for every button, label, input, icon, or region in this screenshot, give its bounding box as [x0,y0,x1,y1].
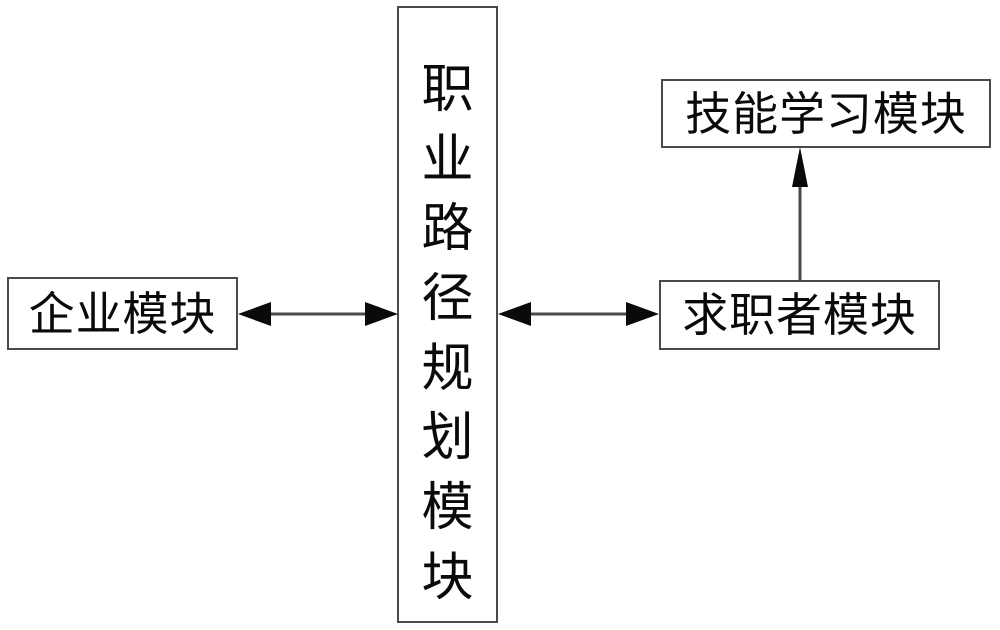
node-career-path-planning-module[interactable]: 职业路径规划模块 [397,6,498,623]
node-label-char: 径 [421,269,474,330]
edge-job-seeker-to-skill-learning [784,147,816,281]
node-label-char: 块 [421,547,474,608]
node-label-char: 模 [421,478,474,539]
node-label-char: 业 [421,129,474,190]
node-skill-learning-label: 技能学习模块 [685,86,967,141]
node-enterprise-label: 企业模块 [28,286,217,341]
node-label-char: 规 [421,338,474,399]
node-enterprise-module[interactable]: 企业模块 [7,277,238,350]
node-career-path-planning-label: 职业路径规划模块 [421,56,473,613]
node-label-char: 职 [421,60,474,120]
edge-enterprise-to-career-path [238,298,398,330]
node-label-char: 路 [421,199,474,260]
node-job-seeker-module[interactable]: 求职者模块 [659,280,940,350]
node-job-seeker-label: 求职者模块 [682,288,917,342]
edge-career-path-to-job-seeker [498,298,659,330]
node-label-char: 划 [421,408,474,469]
node-skill-learning-module[interactable]: 技能学习模块 [661,79,991,148]
